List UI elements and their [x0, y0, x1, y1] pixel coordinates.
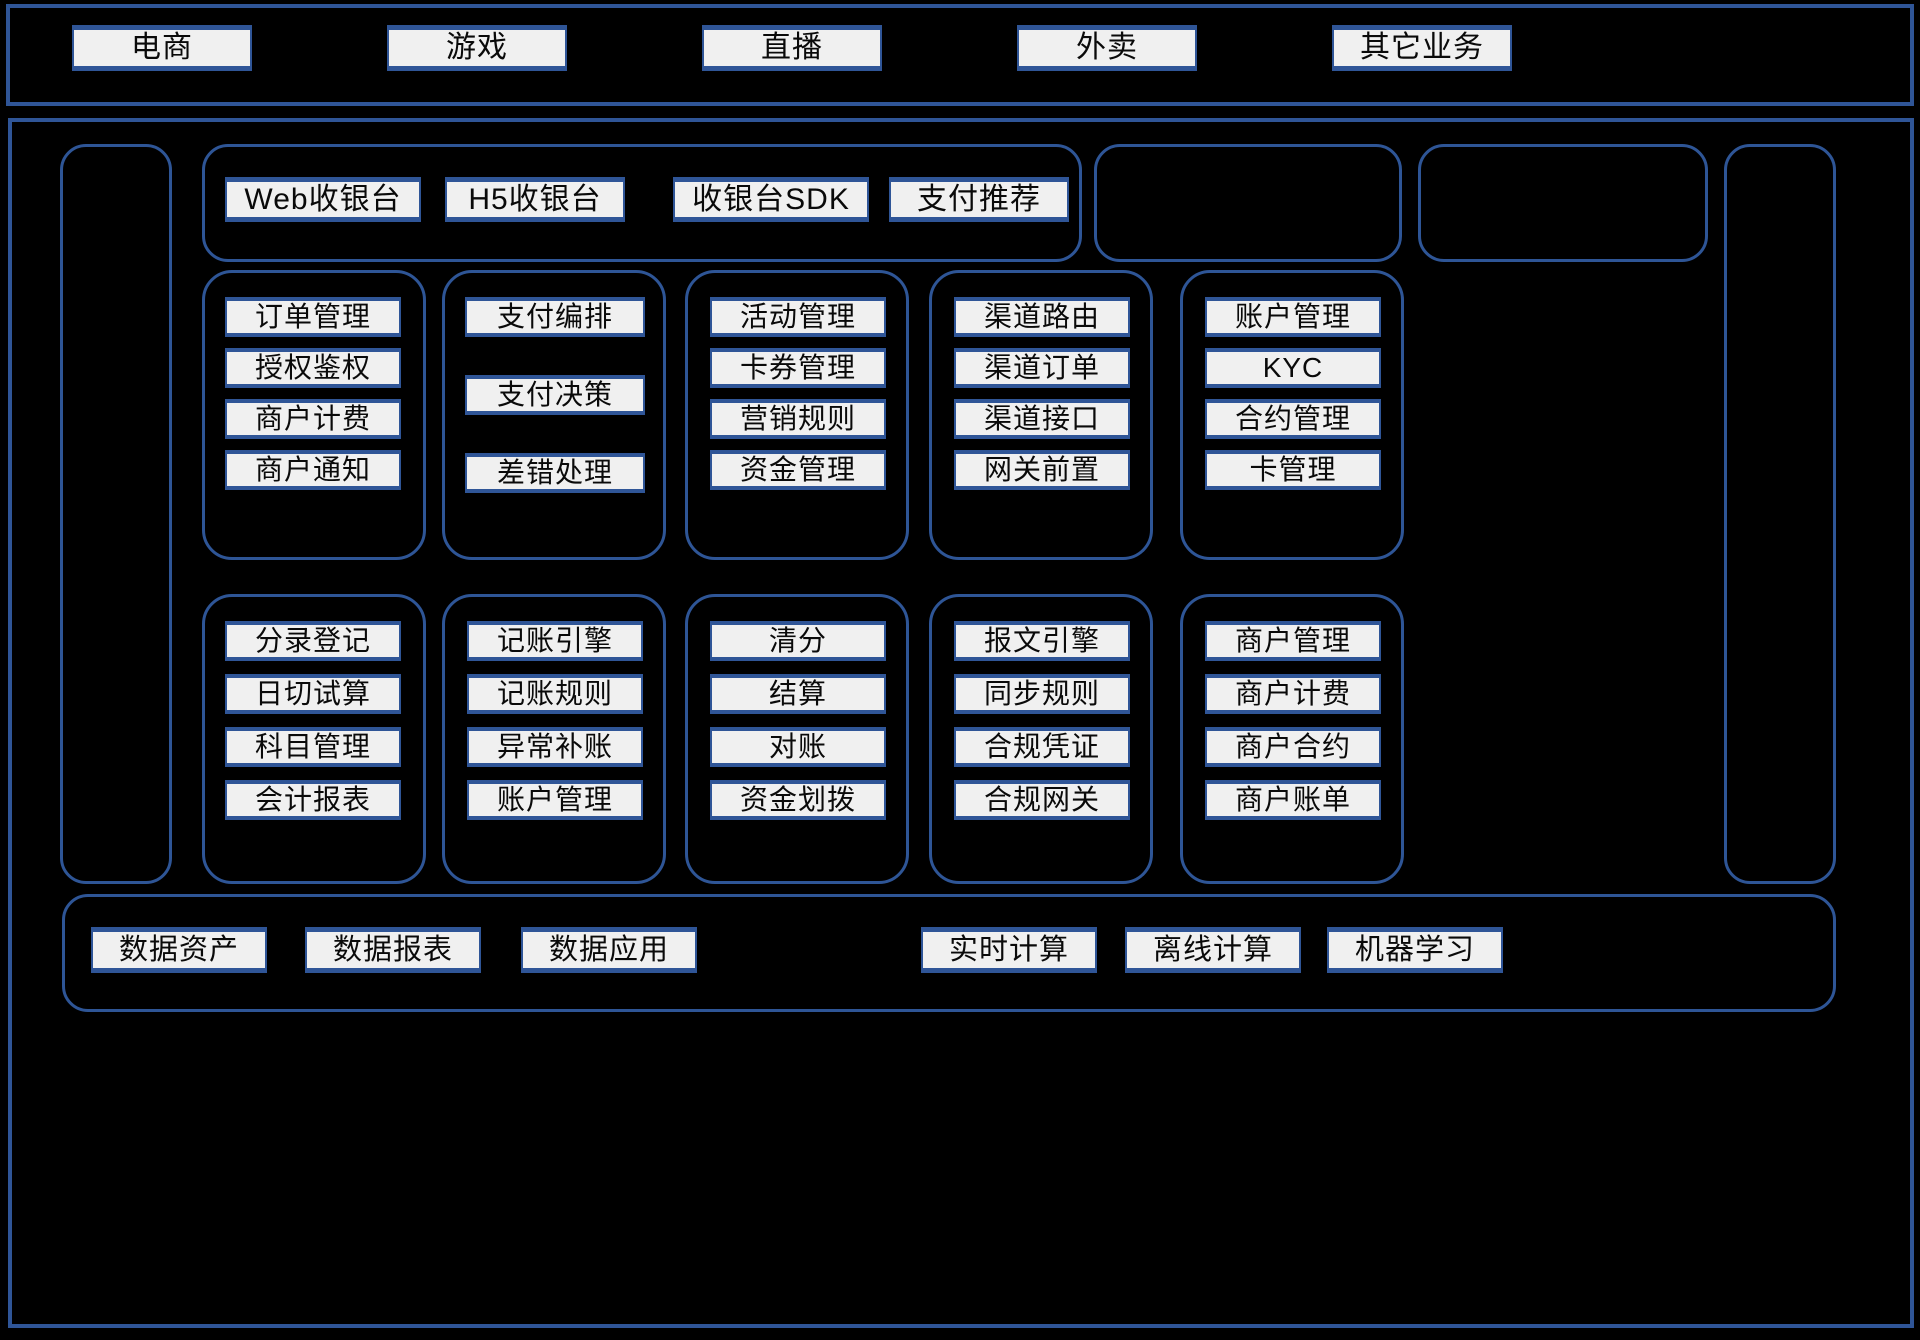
- card-payment-core: 支付编排 支付决策 差错处理: [442, 270, 666, 560]
- module-chip-bookkeeping-engine[interactable]: 记账引擎: [467, 621, 643, 661]
- module-chip-channel-interface[interactable]: 渠道接口: [954, 399, 1130, 439]
- card-accounting: 分录登记 日切试算 科目管理 会计报表: [202, 594, 426, 884]
- business-chip-game[interactable]: 游戏: [387, 25, 567, 71]
- module-chip-marketing-rules[interactable]: 营销规则: [710, 399, 886, 439]
- business-chip-livestream[interactable]: 直播: [702, 25, 882, 71]
- module-chip-accounting-report[interactable]: 会计报表: [225, 780, 401, 820]
- module-chip-message-engine[interactable]: 报文引擎: [954, 621, 1130, 661]
- module-chip-auth[interactable]: 授权鉴权: [225, 348, 401, 388]
- business-chip-takeout[interactable]: 外卖: [1017, 25, 1197, 71]
- data-chip-data-report[interactable]: 数据报表: [305, 927, 481, 973]
- module-chip-exception-repair[interactable]: 异常补账: [467, 727, 643, 767]
- business-chip-ecommerce[interactable]: 电商: [72, 25, 252, 71]
- module-chip-merchant-notify[interactable]: 商户通知: [225, 450, 401, 490]
- module-chip-account-management[interactable]: 账户管理: [1205, 297, 1381, 337]
- card-transaction-acceptance: 订单管理 授权鉴权 商户计费 商户通知: [202, 270, 426, 560]
- business-chip-other[interactable]: 其它业务: [1332, 25, 1512, 71]
- cashier-chip-web[interactable]: Web收银台: [225, 177, 421, 222]
- business-line-band: 电商 游戏 直播 外卖 其它业务: [6, 4, 1914, 106]
- business-line-row: 电商 游戏 直播 外卖 其它业务: [10, 25, 1910, 71]
- module-chip-gateway-frontend[interactable]: 网关前置: [954, 450, 1130, 490]
- platform-main-frame: Web收银台 H5收银台 收银台SDK 支付推荐 订单管理 授权鉴权 商户计费 …: [8, 118, 1914, 1328]
- module-chip-merchant-management[interactable]: 商户管理: [1205, 621, 1381, 661]
- cashier-chip-recommend[interactable]: 支付推荐: [889, 177, 1069, 222]
- module-chip-channel-order[interactable]: 渠道订单: [954, 348, 1130, 388]
- card-clearing-settlement: 清分 结算 对账 资金划拨: [685, 594, 909, 884]
- module-chip-fund-management[interactable]: 资金管理: [710, 450, 886, 490]
- data-chip-offline-compute[interactable]: 离线计算: [1125, 927, 1301, 973]
- data-platform-panel: 数据资产 数据报表 数据应用 实时计算 离线计算 机器学习: [62, 894, 1836, 1012]
- module-chip-payment-decision[interactable]: 支付决策: [465, 375, 645, 415]
- module-chip-entry-registration[interactable]: 分录登记: [225, 621, 401, 661]
- module-chip-bookkeeping-rules[interactable]: 记账规则: [467, 674, 643, 714]
- module-chip-sync-rules[interactable]: 同步规则: [954, 674, 1130, 714]
- cashier-chip-h5[interactable]: H5收银台: [445, 177, 625, 222]
- module-chip-merchant-fee[interactable]: 商户计费: [1205, 674, 1381, 714]
- module-chip-merchant-billing[interactable]: 商户计费: [225, 399, 401, 439]
- module-chip-fund-transfer[interactable]: 资金划拨: [710, 780, 886, 820]
- module-chip-order-management[interactable]: 订单管理: [225, 297, 401, 337]
- module-chip-contract-management[interactable]: 合约管理: [1205, 399, 1381, 439]
- data-chip-realtime-compute[interactable]: 实时计算: [921, 927, 1097, 973]
- module-chip-clearing[interactable]: 清分: [710, 621, 886, 661]
- card-marketing: 活动管理 卡券管理 营销规则 资金管理: [685, 270, 909, 560]
- module-chip-card-management[interactable]: 卡管理: [1205, 450, 1381, 490]
- module-chip-payment-orchestration[interactable]: 支付编排: [465, 297, 645, 337]
- module-chip-error-handling[interactable]: 差错处理: [465, 453, 645, 493]
- module-chip-subject-management[interactable]: 科目管理: [225, 727, 401, 767]
- data-chip-data-application[interactable]: 数据应用: [521, 927, 697, 973]
- card-channel: 渠道路由 渠道订单 渠道接口 网关前置: [929, 270, 1153, 560]
- module-chip-compliance-voucher[interactable]: 合规凭证: [954, 727, 1130, 767]
- module-chip-reconciliation[interactable]: 对账: [710, 727, 886, 767]
- top-blank-panel-a: [1094, 144, 1402, 262]
- top-blank-panel-b: [1418, 144, 1708, 262]
- module-chip-compliance-gateway[interactable]: 合规网关: [954, 780, 1130, 820]
- data-chip-data-asset[interactable]: 数据资产: [91, 927, 267, 973]
- card-compliance: 报文引擎 同步规则 合规凭证 合规网关: [929, 594, 1153, 884]
- module-chip-campaign-management[interactable]: 活动管理: [710, 297, 886, 337]
- card-merchant: 商户管理 商户计费 商户合约 商户账单: [1180, 594, 1404, 884]
- module-chip-daily-cutoff-trial[interactable]: 日切试算: [225, 674, 401, 714]
- module-chip-ledger-account-management[interactable]: 账户管理: [467, 780, 643, 820]
- cashier-panel: Web收银台 H5收银台 收银台SDK 支付推荐: [202, 144, 1082, 262]
- module-chip-coupon-management[interactable]: 卡券管理: [710, 348, 886, 388]
- module-chip-channel-routing[interactable]: 渠道路由: [954, 297, 1130, 337]
- module-chip-merchant-contract[interactable]: 商户合约: [1205, 727, 1381, 767]
- module-chip-settlement[interactable]: 结算: [710, 674, 886, 714]
- cashier-chip-sdk[interactable]: 收银台SDK: [673, 177, 869, 222]
- right-rail-panel: [1724, 144, 1836, 884]
- module-chip-kyc[interactable]: KYC: [1205, 348, 1381, 388]
- data-chip-machine-learning[interactable]: 机器学习: [1327, 927, 1503, 973]
- left-rail-panel: [60, 144, 172, 884]
- card-account: 账户管理 KYC 合约管理 卡管理: [1180, 270, 1404, 560]
- card-bookkeeping: 记账引擎 记账规则 异常补账 账户管理: [442, 594, 666, 884]
- module-chip-merchant-bill[interactable]: 商户账单: [1205, 780, 1381, 820]
